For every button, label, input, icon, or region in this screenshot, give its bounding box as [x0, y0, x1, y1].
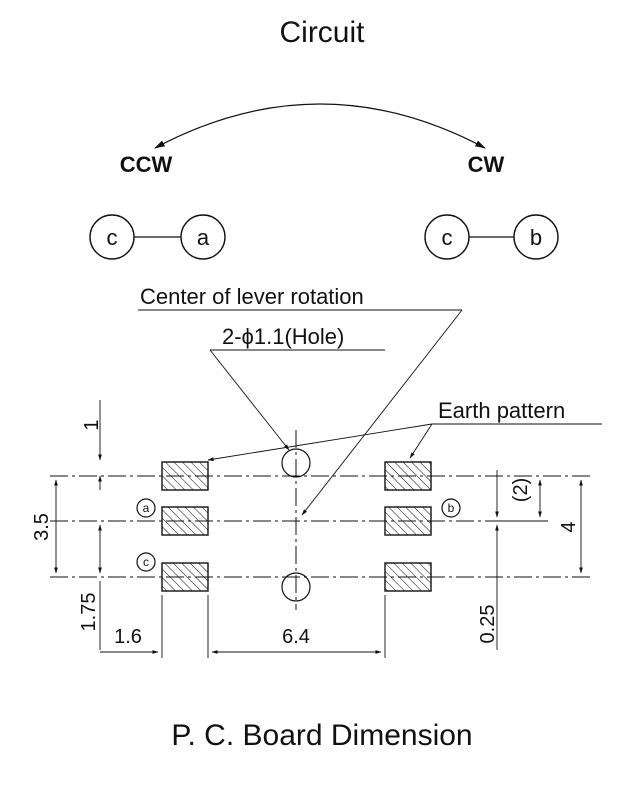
dim-6-4: 6.4 [282, 626, 310, 648]
pad-b [384, 506, 432, 536]
pad-label-c: c [143, 555, 149, 569]
ccw-label: CCW [120, 152, 173, 177]
pad-earth-right [384, 461, 432, 491]
callout-hole-text: 2-ϕ1.1(Hole) [222, 324, 344, 349]
callout-center-text: Center of lever rotation [140, 284, 364, 309]
pad-earth-left [161, 461, 209, 491]
center-leader [301, 309, 463, 516]
cw-circuit: c b [424, 214, 559, 260]
dim-3-5: 3.5 [31, 513, 53, 541]
pad-label-b: b [448, 501, 455, 515]
callout-earth-text: Earth pattern [438, 398, 565, 423]
earth-leader-right [409, 423, 433, 459]
ccw-circuit: c a [89, 214, 226, 260]
dim-2: (2) [510, 478, 532, 502]
hole-top [281, 448, 311, 478]
pad-c [161, 562, 209, 592]
pad-label-a: a [143, 501, 150, 515]
dim-0-25: 0.25 [477, 605, 499, 644]
pad-right-bottom [384, 562, 432, 592]
hole-bottom [281, 572, 311, 602]
dim-4: 4 [558, 521, 580, 532]
ccw-terminal-c: c [107, 225, 118, 250]
cw-terminal-c: c [442, 225, 453, 250]
dim-1-6: 1.6 [114, 626, 142, 648]
pad-a [161, 506, 209, 536]
dim-1: 1 [81, 419, 103, 430]
footer-title: P. C. Board Dimension [171, 719, 472, 752]
ccw-terminal-a: a [197, 225, 210, 250]
dim-1-75: 1.75 [78, 593, 100, 632]
rotation-arrow [154, 103, 486, 149]
earth-leader-left [207, 423, 433, 461]
page-title: Circuit [279, 16, 365, 49]
cw-terminal-b: b [530, 225, 542, 250]
hole-leader [209, 349, 290, 451]
cw-label: CW [468, 152, 505, 177]
